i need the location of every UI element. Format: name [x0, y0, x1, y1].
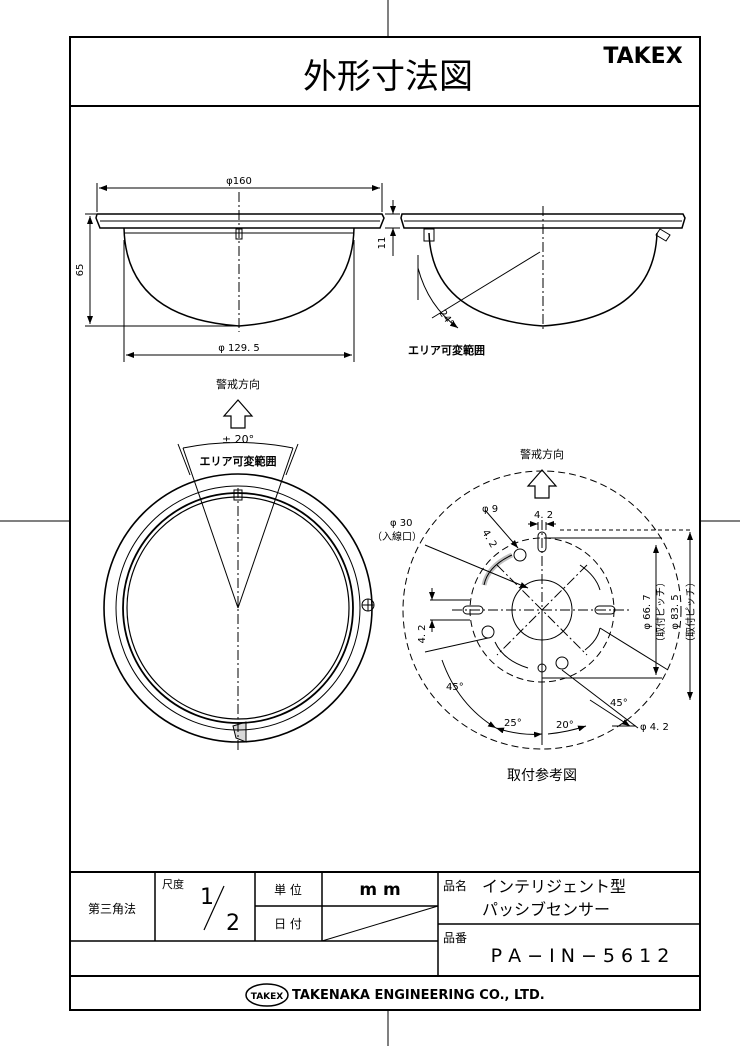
slot-width-side: 4. 2	[417, 624, 428, 643]
angle-24: 24°	[436, 308, 455, 329]
angle-45-right: 45°	[610, 698, 628, 709]
date-label: 日 付	[274, 917, 302, 931]
product-name-label: 品名	[443, 878, 467, 893]
company-logo-text: TAKEX	[251, 992, 284, 1002]
pitch2: φ 83. 5	[670, 594, 681, 629]
product-name-line2: パッシブセンサー	[482, 900, 610, 919]
pitch1-label: （取付ピッチ）	[654, 577, 667, 647]
scale-numerator: 1	[200, 885, 214, 910]
direction-arrow-left	[222, 399, 254, 429]
direction-label-left: 警戒方向	[216, 377, 260, 391]
direction-label-right: 警戒方向	[520, 447, 564, 461]
mounting-view	[402, 470, 693, 750]
angle-25: 25°	[504, 718, 522, 729]
pitch2-label: （取付ピッチ）	[684, 577, 697, 647]
projection-label: 第三角法	[88, 902, 136, 916]
product-name-line1: インテリジェント型	[482, 877, 626, 896]
range-label-top: エリア可変範囲	[408, 343, 485, 357]
company-logo: TAKEX	[245, 983, 289, 1007]
pitch1: φ 66. 7	[642, 594, 653, 629]
part-number: P A − I N − 5 6 1 2	[491, 945, 670, 967]
dim-rim: 11	[377, 237, 388, 250]
angle-45-left: 45°	[446, 682, 464, 693]
title-block	[70, 871, 700, 977]
dim-height: 65	[75, 264, 86, 277]
angle-20b: 20°	[556, 720, 574, 731]
slot-width-diag: 4. 2	[479, 528, 498, 550]
front-view	[103, 442, 375, 752]
unit-value: m m	[359, 880, 400, 900]
slot-width-top: 4. 2	[534, 510, 553, 521]
drawing-title: 外形寸法図	[303, 57, 473, 97]
company-name: TAKENAKA ENGINEERING CO., LTD.	[292, 988, 545, 1003]
range-label-front: エリア可変範囲	[200, 454, 277, 468]
direction-arrow-right	[526, 469, 558, 499]
brand-logo: TAKEX	[603, 44, 682, 69]
side-view-left	[85, 183, 385, 362]
dim-dome: φ 129. 5	[218, 343, 260, 354]
scale-label: 尺度	[162, 877, 184, 891]
part-no-label: 品番	[443, 931, 467, 945]
entry-dia: φ 30	[390, 518, 413, 529]
mounting-caption: 取付参考図	[507, 767, 577, 784]
side-view-right	[385, 200, 686, 332]
hole-dia2: φ 4. 2	[640, 722, 669, 733]
scale-denominator: 2	[226, 911, 240, 936]
sheet-frame	[69, 36, 701, 1011]
dim-width: φ160	[226, 176, 252, 187]
hole-dia: φ 9	[482, 504, 498, 515]
unit-label: 単 位	[274, 882, 302, 897]
angle-20: ± 20°	[222, 433, 254, 446]
entry-label: （入線口）	[372, 530, 422, 543]
